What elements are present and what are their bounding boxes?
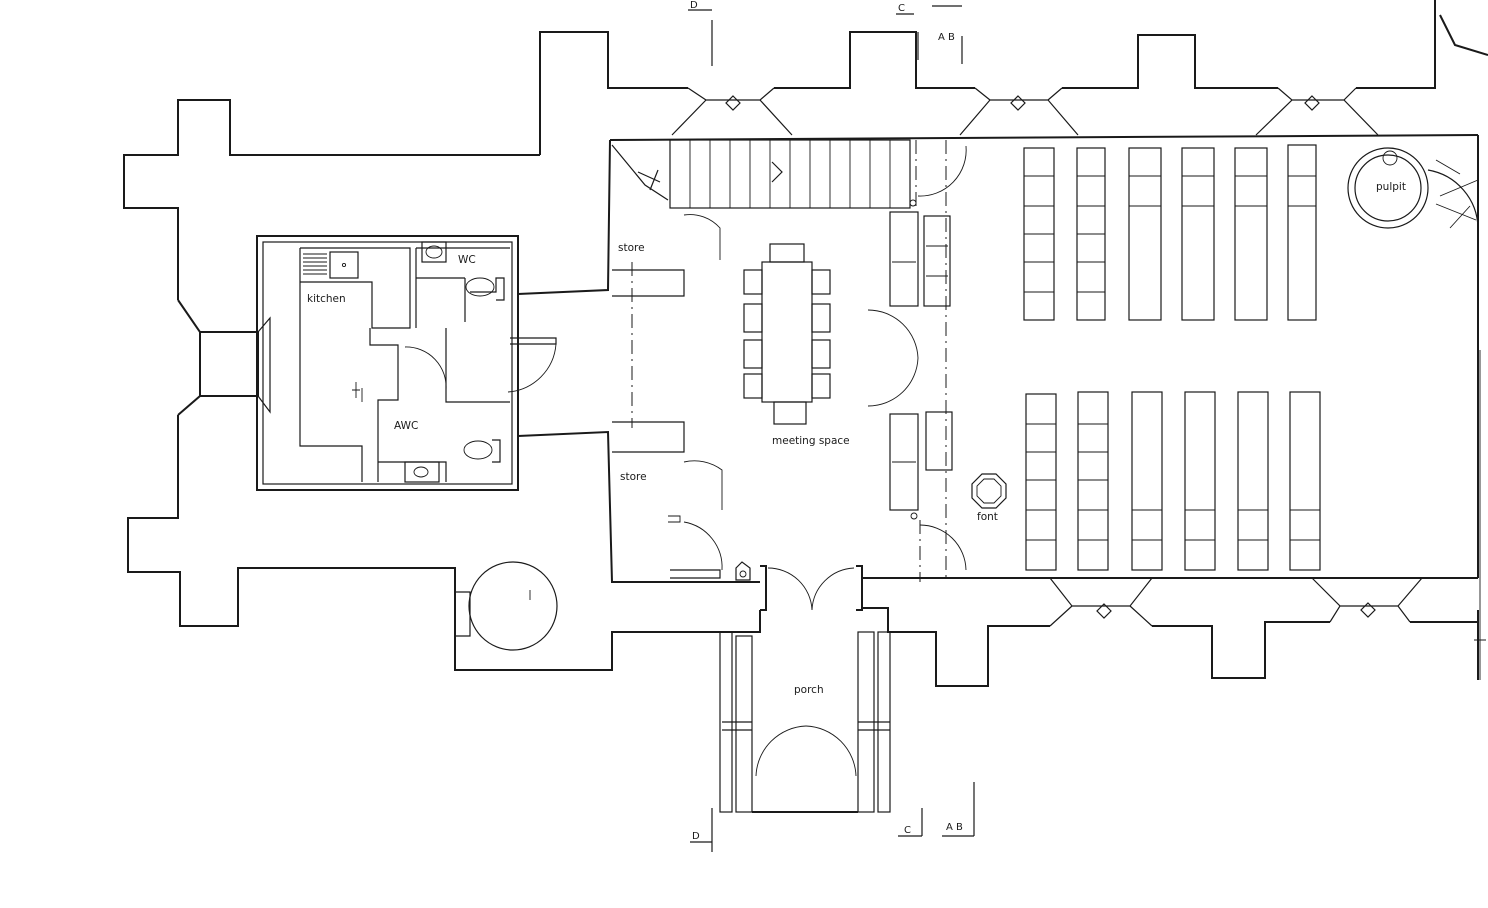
pews-north — [1023, 144, 1317, 321]
windows-north — [671, 87, 1379, 136]
stair-turret — [454, 561, 558, 651]
label-pulpit: pulpit — [1376, 181, 1406, 193]
link-corridor — [507, 139, 947, 583]
label-awc: AWC — [394, 420, 418, 432]
marker-bottom-ab: A B — [946, 822, 963, 833]
meeting-partition — [867, 145, 967, 571]
font — [971, 473, 1007, 509]
marker-top-d: D — [690, 0, 698, 11]
meeting-table — [743, 243, 831, 425]
pulpit — [1347, 147, 1479, 229]
windows-south — [1049, 577, 1423, 627]
label-porch: porch — [794, 684, 824, 696]
outer-walls — [123, 0, 1488, 687]
label-kitchen: kitchen — [307, 293, 346, 305]
label-wc: WC — [458, 254, 476, 266]
label-meeting-space: meeting space — [772, 435, 850, 447]
section-markers — [688, 5, 1486, 852]
marker-bottom-d: D — [692, 831, 700, 842]
pews-south — [1025, 391, 1321, 571]
label-store-lower: store — [620, 471, 647, 483]
marker-top-ab: A B — [938, 32, 955, 43]
porch — [719, 561, 891, 813]
label-store-upper: store — [618, 242, 645, 254]
label-font: font — [977, 511, 998, 523]
marker-bottom-c: C — [904, 825, 911, 836]
service-block — [256, 235, 519, 491]
marker-top-c: C — [898, 3, 905, 14]
